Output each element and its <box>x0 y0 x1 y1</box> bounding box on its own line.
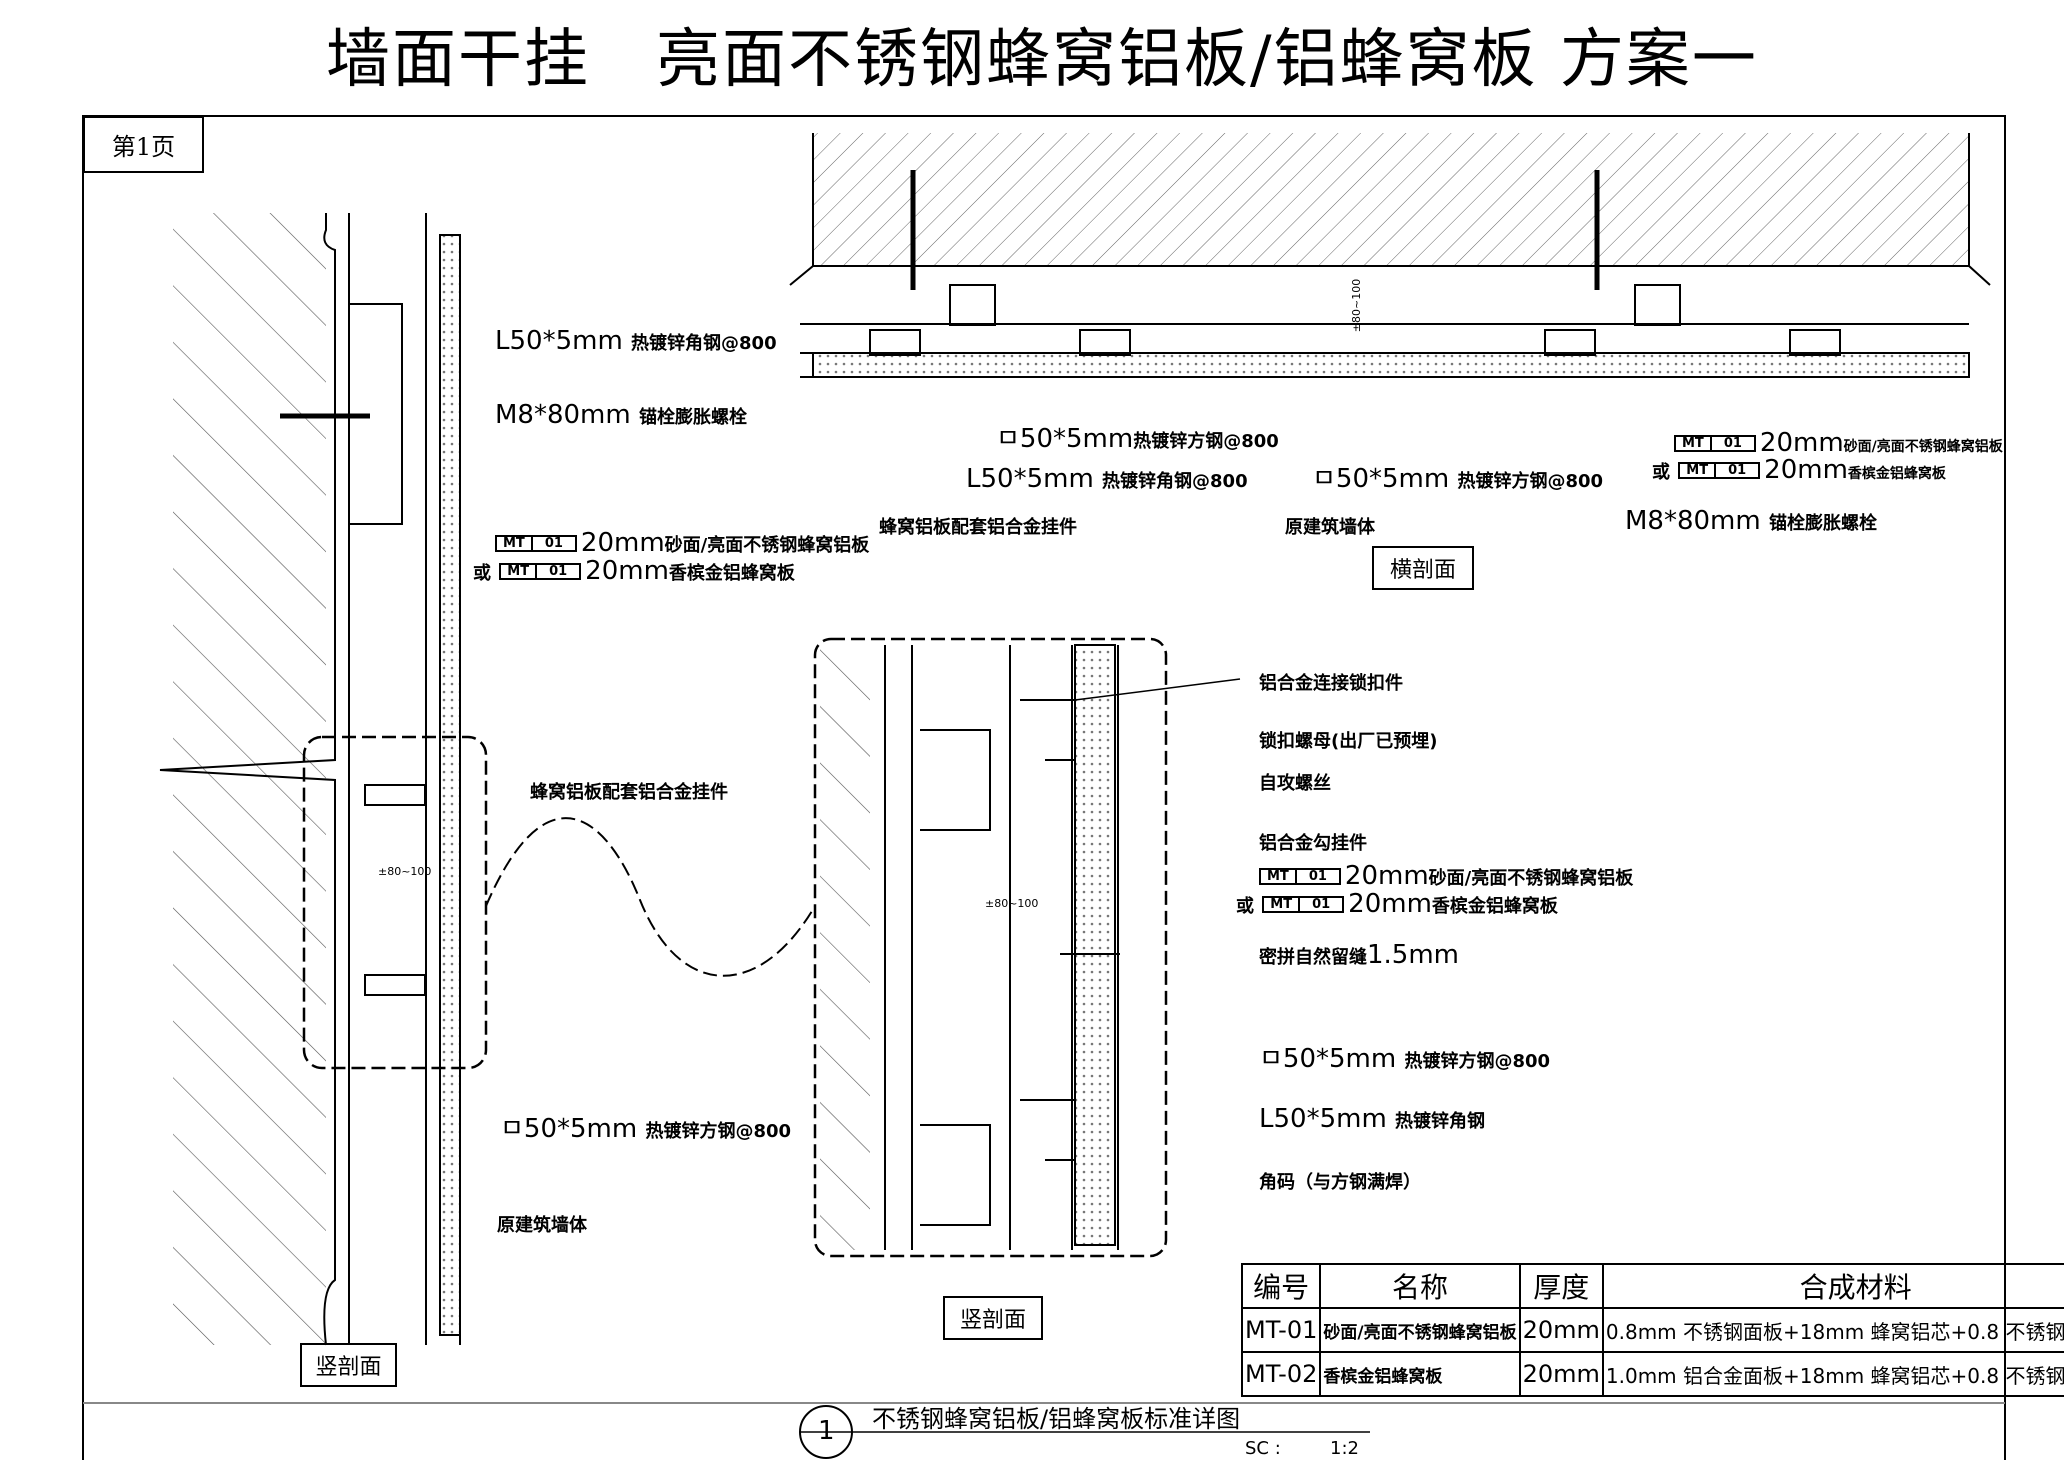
top-tube2-label: ㅁ50*5mm 热镀锌方钢@800 <box>1312 464 1604 494</box>
horizontal-section-label: 横剖面 <box>1372 546 1474 590</box>
detail-number: 1 <box>818 1416 835 1446</box>
detail-nut-label: 锁扣螺母(出厂已预埋) <box>1259 731 1438 752</box>
detail-hook-label: 铝合金勾挂件 <box>1259 833 1367 854</box>
detail-bracket-label: 角码（与方钢满焊） <box>1259 1172 1421 1193</box>
table-header-row: 编号名称厚度合成材料 <box>1240 1263 2064 1309</box>
scale-value: 1:2 <box>1330 1438 1359 1459</box>
cell-composition: 0.8mm 不锈钢面板+18mm 蜂窝铝芯+0.8 不锈钢底板 <box>1601 1307 2064 1353</box>
cell-thickness: 20mm <box>1518 1307 1604 1353</box>
cell-composition: 1.0mm 铝合金面板+18mm 蜂窝铝芯+0.8 不锈钢底板 <box>1601 1351 2064 1397</box>
top-bolt-label: M8*80mm 锚栓膨胀螺栓 <box>1625 506 1877 536</box>
cell-name: 砂面/亮面不锈钢蜂窝铝板 <box>1319 1307 1521 1353</box>
left-tube-label: ㅁ50*5mm 热镀锌方钢@800 <box>500 1114 792 1144</box>
header-name: 名称 <box>1319 1263 1521 1309</box>
detail-connector-label: 铝合金连接锁扣件 <box>1259 673 1403 694</box>
sheet-border <box>82 115 2006 1460</box>
sheet-title: 墙面干挂 亮面不锈钢蜂窝铝板/铝蜂窝板 方案一 <box>326 23 1758 97</box>
header-composition: 合成材料 <box>1601 1263 2064 1309</box>
detail-screw-label: 自攻螺丝 <box>1259 773 1331 794</box>
header-thickness: 厚度 <box>1518 1263 1604 1309</box>
header-code: 编号 <box>1240 1263 1322 1309</box>
cell-code: MT-01 <box>1240 1307 1322 1353</box>
top-angle-label: L50*5mm 热镀锌角钢@800 <box>966 464 1248 494</box>
top-tube1-label: ㅁ50*5mm热镀锌方钢@800 <box>996 424 1279 454</box>
left-angle-label: L50*5mm 热镀锌角钢@800 <box>495 326 777 356</box>
detail-angle-label: L50*5mm 热镀锌角钢 <box>1259 1104 1486 1134</box>
left-bolt-label: M8*80mm 锚栓膨胀螺栓 <box>495 400 747 430</box>
cell-name: 香槟金铝蜂窝板 <box>1319 1351 1521 1397</box>
left-dim: ±80~100 <box>378 865 432 878</box>
detail-title: 不锈钢蜂窝铝板/铝蜂窝板标准详图 <box>872 1405 1241 1433</box>
scale-label: SC : <box>1245 1438 1281 1459</box>
left-wall-label: 原建筑墙体 <box>497 1215 587 1236</box>
top-wall-label: 原建筑墙体 <box>1285 517 1375 538</box>
detail-section-label: 竖剖面 <box>943 1296 1043 1340</box>
cell-thickness: 20mm <box>1518 1351 1604 1397</box>
detail-joint-label: 密拼自然留缝1.5mm <box>1259 940 1460 970</box>
cell-code: MT-02 <box>1240 1351 1322 1397</box>
left-hanger-label: 蜂窝铝板配套铝合金挂件 <box>530 782 728 803</box>
vertical-section-label: 竖剖面 <box>300 1343 397 1387</box>
page-label: 第1页 <box>83 116 204 173</box>
top-dim: ±80~100 <box>1350 278 1364 333</box>
top-hanger-label: 蜂窝铝板配套铝合金挂件 <box>879 517 1077 538</box>
detail-dim: ±80~100 <box>985 897 1039 910</box>
detail-tube-label: ㅁ50*5mm 热镀锌方钢@800 <box>1259 1044 1551 1074</box>
